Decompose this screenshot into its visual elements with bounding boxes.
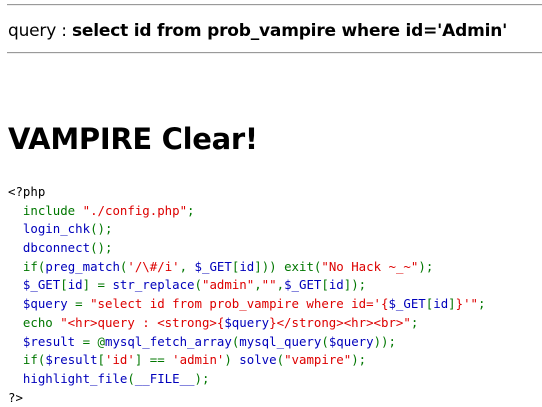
- source-token: id: [239, 258, 255, 274]
- source-token: (: [321, 333, 329, 349]
- query-sql: select id from prob_vampire where id='Ad…: [72, 21, 508, 41]
- source-line: login_chk();: [8, 220, 486, 239]
- source-token: $result: [8, 333, 83, 349]
- source-line: echo "<hr>query : <strong>{$query}</stro…: [8, 314, 486, 333]
- source-token: ] ==: [134, 352, 173, 368]
- source-token: $result: [45, 352, 98, 368]
- source-token: (: [127, 370, 135, 386]
- source-token: (: [276, 352, 285, 368]
- source-token: id: [433, 296, 449, 312]
- source-token: <?php: [8, 184, 46, 199]
- source-token: [: [231, 258, 240, 274]
- source-token: ();: [90, 221, 113, 237]
- source-token: (: [119, 258, 128, 274]
- source-token: ;: [478, 296, 486, 312]
- source-token: =: [75, 296, 91, 312]
- source-token: if(: [8, 352, 46, 368]
- source-token: "./config.php": [82, 202, 188, 218]
- source-token: dbconnect: [8, 240, 91, 256]
- query-display: query : select id from prob_vampire wher…: [8, 20, 507, 42]
- source-token: $query: [224, 314, 270, 330]
- source-token: 'id': [105, 352, 135, 368]
- source-token: __FILE__: [134, 370, 195, 386]
- source-token: "select id from prob_vampire where id='{: [90, 296, 389, 312]
- source-line: $_GET[id] = str_replace("admin","",$_GET…: [8, 276, 486, 295]
- top-horizontal-rule: [7, 4, 542, 6]
- source-token: ));: [373, 333, 396, 349]
- source-token: [: [425, 296, 434, 312]
- source-token: ?>: [8, 389, 23, 405]
- source-token: ,: [179, 258, 195, 274]
- source-token: [: [321, 277, 329, 293]
- source-token: ;: [410, 314, 419, 330]
- source-token: $_GET: [194, 258, 232, 274]
- source-token: ,: [254, 277, 262, 293]
- source-token: }'": [455, 296, 479, 312]
- source-token: mysql_query: [239, 333, 322, 349]
- source-token: ();: [90, 240, 113, 256]
- source-line: if(preg_match('/\#/i', $_GET[id])) exit(…: [8, 258, 486, 277]
- source-token: $_GET: [8, 277, 61, 293]
- source-line: $result = @mysql_fetch_array(mysql_query…: [8, 333, 486, 352]
- source-token: [: [60, 277, 68, 293]
- source-token: (: [231, 333, 240, 349]
- source-token: );: [351, 352, 367, 368]
- source-token: id: [67, 277, 83, 293]
- source-token: = @: [82, 333, 105, 349]
- source-token: }</strong><hr><br>": [269, 314, 411, 330]
- source-line: highlight_file(__FILE__);: [8, 370, 486, 389]
- source-token: $_GET: [388, 296, 426, 312]
- query-label: query :: [8, 21, 73, 41]
- source-token: include: [8, 202, 83, 218]
- source-token: highlight_file: [8, 370, 128, 386]
- source-token: (: [194, 277, 202, 293]
- source-token: str_replace: [112, 277, 195, 293]
- source-line: ?>: [8, 389, 486, 407]
- source-token: ): [224, 352, 240, 368]
- source-token: );: [418, 258, 434, 274]
- source-line: include "./config.php";: [8, 202, 486, 221]
- source-line: dbconnect();: [8, 239, 486, 258]
- source-token: preg_match: [45, 258, 120, 274]
- source-token: mysql_fetch_array: [105, 333, 232, 349]
- source-token: "vampire": [284, 352, 352, 368]
- source-token: 'admin': [172, 352, 225, 368]
- source-token: );: [194, 370, 210, 386]
- source-token: "No Hack ~_~": [321, 258, 419, 274]
- source-token: id: [328, 277, 344, 293]
- highlighted-source-code: <?php include "./config.php"; login_chk(…: [8, 183, 486, 407]
- source-token: ]);: [343, 277, 367, 293]
- source-token: $query: [8, 296, 76, 312]
- source-line: $query = "select id from prob_vampire wh…: [8, 295, 486, 314]
- source-token: ,: [276, 277, 285, 293]
- source-token: ])) exit(: [254, 258, 322, 274]
- source-token: "": [261, 277, 277, 293]
- source-token: '/\#/i': [127, 258, 180, 274]
- source-token: ] =: [82, 277, 113, 293]
- source-token: ]: [448, 296, 456, 312]
- source-token: [: [97, 352, 105, 368]
- source-token: echo: [8, 314, 61, 330]
- source-token: $_GET: [284, 277, 322, 293]
- source-token: ;: [187, 202, 195, 218]
- source-token: login_chk: [8, 221, 91, 237]
- bottom-horizontal-rule: [7, 52, 542, 54]
- source-token: "admin": [201, 277, 255, 293]
- source-token: $query: [328, 333, 374, 349]
- source-token: if(: [8, 258, 46, 274]
- clear-heading: VAMPIRE Clear!: [8, 122, 258, 156]
- source-token: "<hr>query : <strong>{: [60, 314, 225, 330]
- source-line: <?php: [8, 183, 486, 202]
- source-line: if($result['id'] == 'admin') solve("vamp…: [8, 351, 486, 370]
- source-token: solve: [239, 352, 277, 368]
